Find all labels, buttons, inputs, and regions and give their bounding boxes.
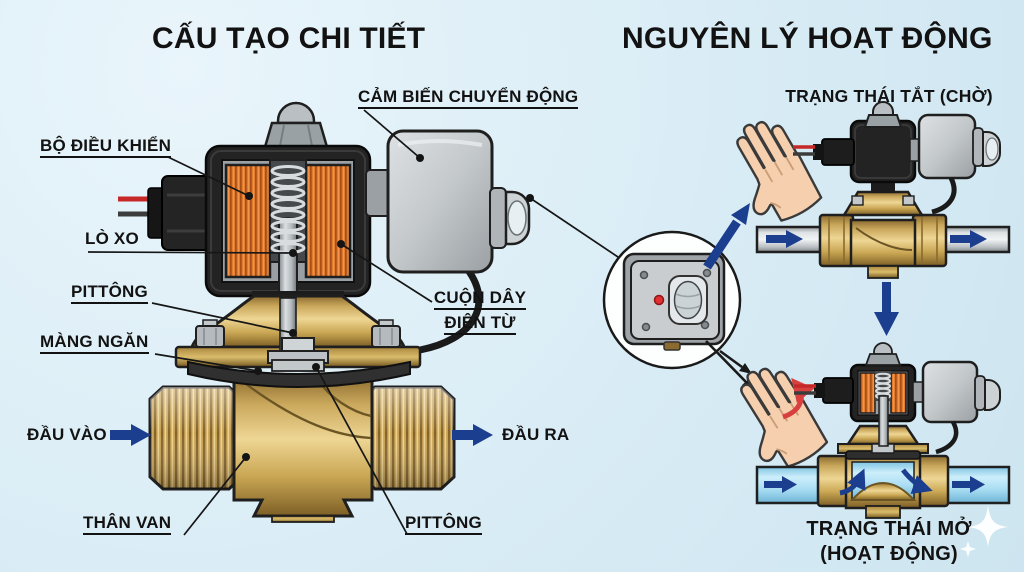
led-indicator <box>653 294 665 306</box>
inlet-arrow <box>110 424 151 446</box>
leader-dots <box>242 154 534 461</box>
state-on-label-line2: (HOẠT ĐỘNG) <box>820 543 958 566</box>
right-title: NGUYÊN LÝ HOẠT ĐỘNG <box>622 22 993 55</box>
flange-bolt-left <box>195 319 225 348</box>
outlet-label: ĐẦU RA <box>502 425 570 444</box>
weir <box>849 482 917 501</box>
motion-sensor-box <box>365 129 531 354</box>
outlet-arrow <box>452 424 493 446</box>
left-title: CẤU TẠO CHI TIẾT <box>152 22 426 55</box>
coil-left <box>224 163 272 279</box>
spring-label: LÒ XO <box>85 229 139 248</box>
coil-label-line1: CUỘN DÂY <box>433 288 527 311</box>
flow-arrow-down-weir <box>901 468 933 495</box>
coil-label-line2: ĐIỆN TỪ <box>444 313 516 336</box>
flange-bolt-right <box>371 319 401 348</box>
diaphragm-label: MÀNG NGĂN <box>40 332 149 355</box>
arrow-to-off-state <box>703 203 750 270</box>
sensor-off <box>917 113 977 180</box>
pipe-nut-right-on <box>916 454 950 508</box>
coil-right <box>304 163 352 279</box>
pipe-nut-left-on <box>816 454 850 508</box>
pir-dome <box>673 280 703 320</box>
flow-arrow-right-on <box>952 476 985 493</box>
arrow-into-hand <box>719 349 752 374</box>
state-off-label: TRẠNG THÁI TẮT (CHỜ) <box>785 86 993 106</box>
main-valve-cutaway <box>110 101 531 523</box>
state-on-illustration <box>718 342 1011 519</box>
piston-plate <box>271 359 325 372</box>
valve-body <box>232 374 374 518</box>
hand-icon <box>714 109 826 234</box>
piston-lower-label: PITTÔNG <box>405 513 482 536</box>
pipe-nut-right <box>911 213 948 268</box>
controller-label: BỘ ĐIỀU KHIỂN <box>40 136 172 159</box>
coil-housing-off <box>849 119 917 184</box>
flow-arrow-right-off <box>950 230 987 248</box>
state-on-label: TRẠNG THÁI MỞ (HOẠT ĐỘNG) <box>760 518 1018 569</box>
sensor-inset <box>602 230 742 370</box>
flow-arrow-left-on <box>764 476 797 493</box>
leader-lines <box>87 109 619 536</box>
motion-sensor-label: CẢM BIẾN CHUYỂN ĐỘNG <box>358 87 579 110</box>
flow-arrow-left-off <box>766 230 803 248</box>
flow-arrow-up-weir <box>839 468 866 496</box>
sensor-cable <box>419 267 483 354</box>
state-transition-arrow <box>874 282 899 336</box>
sensor-screws <box>639 268 712 332</box>
spring <box>270 165 306 254</box>
sensor-on <box>921 360 979 424</box>
valve-body-label: THÂN VAN <box>83 513 172 536</box>
piston-rod-on <box>878 395 889 447</box>
sparkle-icon <box>960 505 1008 557</box>
inlet-label: ĐẦU VÀO <box>27 425 107 444</box>
coil-label: CUỘN DÂY ĐIỆN TỪ <box>423 288 537 338</box>
state-on-label-line1: TRẠNG THÁI MỞ <box>806 518 972 540</box>
motion-arrow <box>782 377 815 420</box>
waving-hand-icon <box>718 355 832 481</box>
piston-upper-label: PITTÔNG <box>71 282 148 305</box>
pipe-nut-left <box>818 213 855 268</box>
state-off-illustration <box>714 101 1011 279</box>
